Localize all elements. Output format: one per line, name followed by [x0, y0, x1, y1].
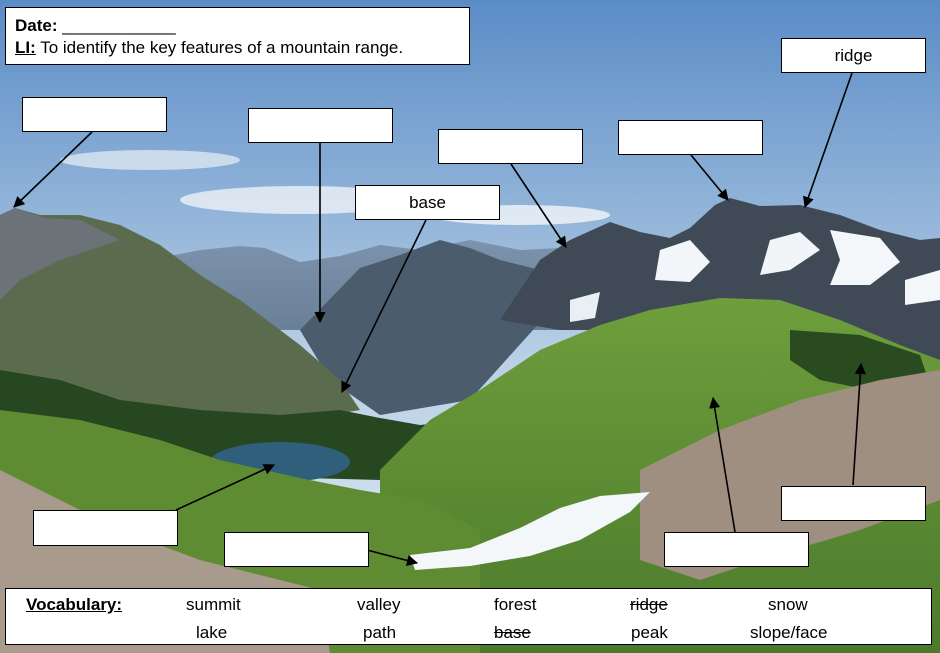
vocab-word-lake: lake: [196, 623, 228, 642]
arrow-10: [852, 362, 866, 486]
scree-slope: [640, 370, 940, 580]
arrow-4: [690, 154, 729, 201]
learning-intention-line: LI: To identify the key features of a mo…: [15, 37, 469, 59]
snow-patch: [570, 292, 600, 322]
vocab-word-valley: valley: [357, 595, 401, 614]
vocab-word-summit: summit: [186, 595, 241, 614]
snow-patch: [830, 230, 900, 285]
label-box-3[interactable]: [438, 129, 583, 164]
li-label: LI:: [15, 38, 36, 57]
label-arrows: [13, 72, 866, 566]
date-label: Date:: [15, 16, 58, 35]
arrow-1: [13, 131, 93, 208]
label-box-9[interactable]: [664, 532, 809, 567]
li-text: To identify the key features of a mounta…: [40, 38, 404, 57]
label-box-8[interactable]: [224, 532, 369, 567]
left-mountain-rock: [0, 208, 120, 300]
arrow-9: [709, 396, 736, 533]
arrow-3: [510, 163, 567, 248]
label-box-2[interactable]: [248, 108, 393, 143]
vocab-word-base: base: [494, 623, 531, 642]
vocabulary-box: Vocabulary: summit valley forest ridge s…: [5, 588, 932, 645]
vocab-word-peak: peak: [631, 623, 668, 642]
snow-field: [410, 492, 650, 570]
label-box-4[interactable]: [618, 120, 763, 155]
arrow-8: [366, 549, 419, 566]
valley-mountains: [300, 240, 560, 415]
label-box-10[interactable]: [781, 486, 926, 521]
vocab-word-ridge: ridge: [630, 595, 668, 614]
label-box-ridge[interactable]: ridge: [781, 38, 926, 73]
label-box-1[interactable]: [22, 97, 167, 132]
snow-patch: [655, 240, 710, 282]
snow-patch: [905, 270, 940, 305]
cloud: [60, 150, 240, 170]
label-box-7[interactable]: [33, 510, 178, 546]
header-box: Date: ____________ LI: To identify the k…: [5, 7, 470, 65]
vocab-word-forest: forest: [494, 595, 537, 614]
snow-patch: [760, 232, 820, 275]
vocab-word-path: path: [363, 623, 397, 642]
date-blank[interactable]: ____________: [62, 16, 176, 35]
left-mountain: [0, 208, 360, 440]
label-box-base[interactable]: base: [355, 185, 500, 220]
arrow-7: [175, 464, 276, 511]
arrow-ridge: [803, 72, 853, 209]
dark-trees: [790, 330, 930, 392]
vocab-word-slope-face: slope/face: [750, 623, 828, 642]
vocab-word-snow: snow: [768, 595, 808, 614]
vocabulary-title: Vocabulary:: [26, 595, 123, 614]
arrow-base: [341, 219, 427, 394]
date-line: Date: ____________: [15, 15, 469, 37]
